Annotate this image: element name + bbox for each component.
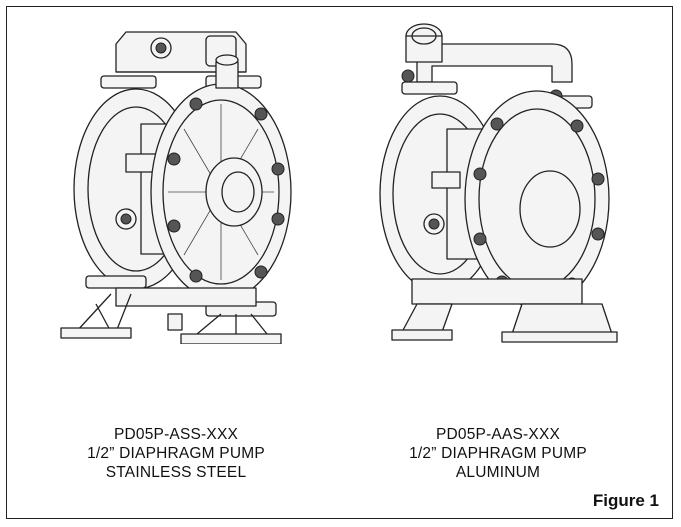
pump-description: 1/2” DIAPHRAGM PUMP <box>409 445 587 462</box>
figure-label: Figure 1 <box>592 491 659 510</box>
figure-frame <box>6 6 673 519</box>
pump-material: STAINLESS STEEL <box>105 464 247 481</box>
pump-model-number: PD05P-AAS-XXX <box>435 426 561 443</box>
stainless-steel-pump-caption: PD05P-ASS-XXX 1/2” DIAPHRAGM PUMP STAINL… <box>56 425 296 482</box>
pump-model-number: PD05P-ASS-XXX <box>113 426 239 443</box>
pump-material: ALUMINUM <box>455 464 541 481</box>
stainless-steel-pump-illustration <box>60 31 292 344</box>
pump-description: 1/2” DIAPHRAGM PUMP <box>87 445 265 462</box>
aluminum-pump-caption: PD05P-AAS-XXX 1/2” DIAPHRAGM PUMP ALUMIN… <box>378 425 618 482</box>
aluminum-pump-illustration <box>379 23 618 343</box>
